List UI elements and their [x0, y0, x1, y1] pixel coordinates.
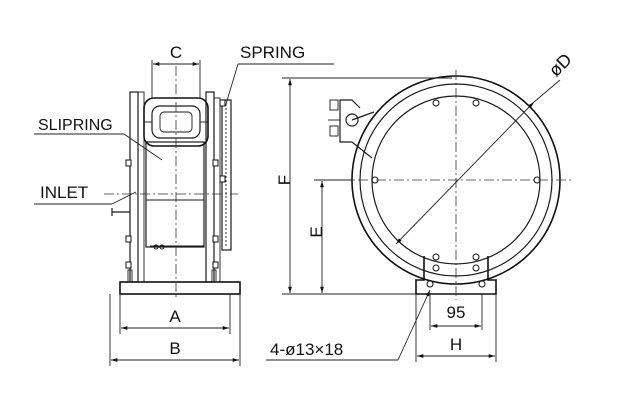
side-view [104, 66, 241, 300]
dim-h-label: H [450, 335, 462, 354]
side-frame-right-inner [213, 97, 221, 283]
dim-b-label: B [169, 339, 180, 358]
dim-c-label: C [170, 43, 182, 62]
spring-label: SPRING [240, 43, 305, 62]
dimension-f: F [275, 77, 452, 295]
dimension-e: E [307, 179, 352, 293]
dim-d-label: øD [545, 49, 576, 80]
dimension-h: H [415, 294, 497, 362]
inlet-callout: INLET [34, 183, 137, 205]
dimension-95: 95 [429, 294, 483, 330]
drum-core [145, 141, 205, 248]
side-bolts [125, 99, 226, 283]
dim-e-label: E [307, 226, 326, 237]
ring-holes [371, 99, 541, 261]
slipring-callout: SLIPRING [34, 117, 163, 161]
guide-arm [328, 99, 375, 159]
dim-a-label: A [169, 307, 181, 326]
bolt-note-label: 4-ø13×18 [270, 340, 343, 359]
front-view [328, 70, 572, 300]
slipring-label: SLIPRING [38, 117, 113, 134]
bolt-hole-callout: 4-ø13×18 [266, 289, 431, 361]
dimension-a: A [119, 294, 231, 334]
side-frame-left-inner [137, 91, 145, 283]
dim-f-label: F [275, 175, 294, 185]
dimension-b: B [109, 294, 241, 366]
spring-callout: SPRING [225, 43, 334, 105]
inlet-label: INLET [40, 183, 88, 202]
dim-95-label: 95 [447, 303, 466, 322]
side-frame-left [129, 91, 139, 283]
spring-housing [221, 99, 232, 251]
dimension-c: C [151, 43, 201, 98]
side-base-plate [119, 281, 241, 295]
dimension-d: øD [395, 49, 576, 245]
